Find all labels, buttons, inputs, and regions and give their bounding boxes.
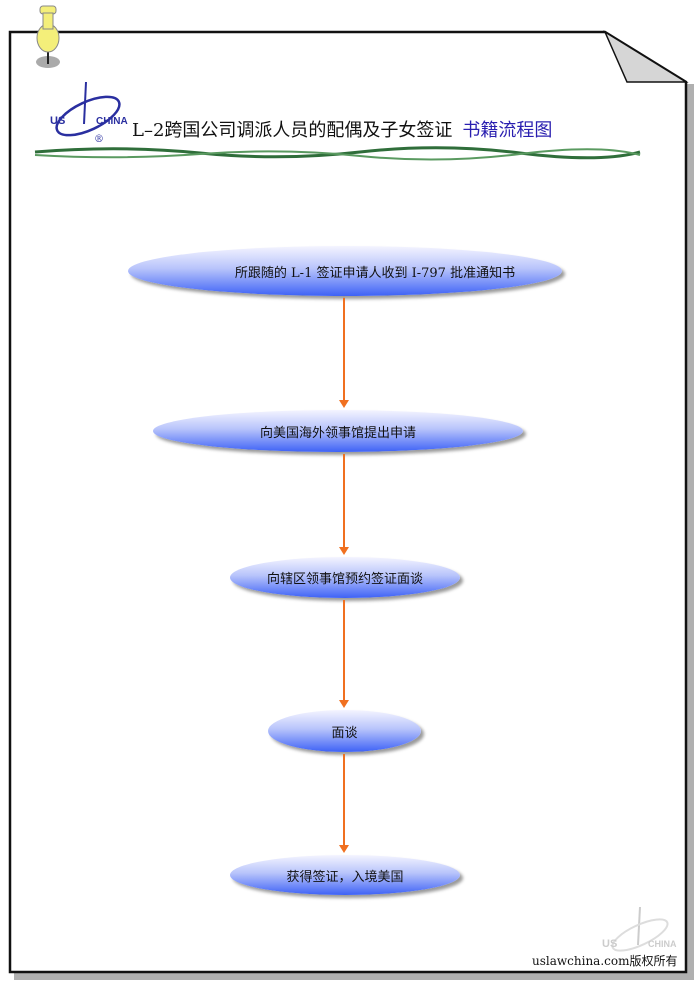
copyright-text: uslawchina.com版权所有 [532,954,678,968]
svg-text:®: ® [94,134,104,145]
flow-step-5: 获得签证，入境美国 [230,855,460,895]
flow-step-1: 所跟随的 L-1 签证申请人收到 I-797 批准通知书 [128,246,562,296]
step-label: 面谈 [331,725,358,741]
svg-text:CHINA: CHINA [96,116,128,127]
svg-text:US: US [602,938,617,950]
flow-step-2: 向美国海外领事馆提出申请 [153,410,523,452]
flow-arrow [339,454,349,555]
step-label: 获得签证，入境美国 [286,869,404,885]
step-label: 所跟随的 L-1 签证申请人收到 I-797 批准通知书 [234,265,516,281]
svg-text:CHINA: CHINA [648,939,677,949]
decorative-vine-divider [34,146,641,161]
flow-arrow [339,754,349,853]
pushpin-icon [36,5,60,68]
title-subtitle: 书籍流程图 [462,120,553,141]
svg-text:US: US [50,115,65,127]
watermark-logo: US CHINA [602,906,677,952]
flow-arrow [339,600,349,708]
flow-step-4: 面谈 [268,710,421,752]
flow-step-3: 向辖区领事馆预约签证面谈 [230,557,460,598]
uslawchina-logo: US CHINA ® [50,81,128,145]
step-label: 向辖区领事馆预约签证面谈 [266,572,423,587]
title-main: L–2跨国公司调派人员的配偶及子女签证 [132,120,453,141]
flow-arrow [339,298,349,408]
page-title: L–2跨国公司调派人员的配偶及子女签证书籍流程图 [132,116,552,142]
step-label: 向美国海外领事馆提出申请 [259,425,416,441]
